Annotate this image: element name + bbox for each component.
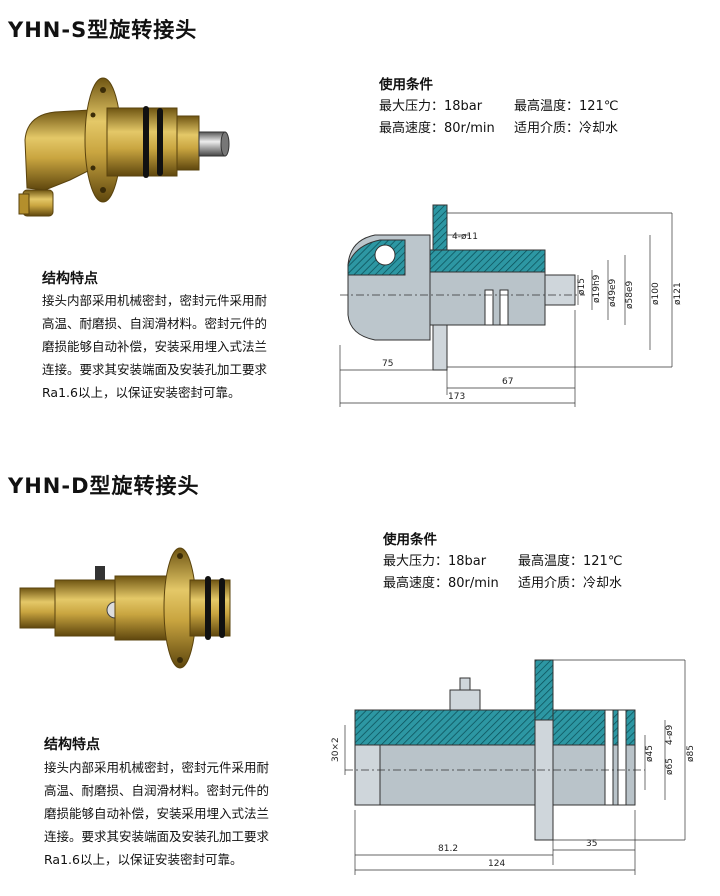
yhn-d-technical-drawing: 30×2 ø45 ø65 4-ø9 ø85 81.2 35 124	[331, 659, 696, 875]
features-body: 接头内部采用机械密封，密封元件采用耐高温、耐磨损、自润滑材料。密封元件的磨损能够…	[42, 293, 268, 400]
max-speed: 最高速度：80r/min	[383, 576, 499, 591]
dim-l2: 67	[502, 377, 513, 387]
max-pressure: 最大压力：18bar	[383, 554, 487, 569]
conditions-heading: 使用条件	[379, 77, 433, 93]
dim-d3: ø49e9	[608, 279, 618, 307]
conditions-heading: 使用条件	[383, 532, 437, 548]
medium: 适用介质：冷却水	[514, 121, 619, 136]
dim-d1: ø45	[645, 745, 655, 762]
conditions-row: 最大压力：18bar 最高温度：121℃	[383, 550, 622, 569]
dim-l3: 173	[448, 392, 465, 402]
dim-d5: ø100	[651, 282, 661, 305]
dim-l3: 124	[488, 859, 505, 869]
yhn-s-product-photo	[18, 77, 230, 217]
max-temp: 最高温度：121℃	[518, 554, 623, 569]
features-heading: 结构特点	[44, 737, 100, 753]
conditions-row: 最高速度：80r/min 适用介质：冷却水	[379, 117, 618, 136]
dim-holes: 4-ø11	[452, 232, 478, 242]
dim-d3: ø85	[686, 745, 696, 762]
max-temp: 最高温度：121℃	[514, 99, 619, 114]
dim-d2: ø65	[665, 758, 675, 775]
max-speed: 最高速度：80r/min	[379, 121, 495, 136]
dim-d4: ø58e9	[625, 281, 635, 309]
medium: 适用介质：冷却水	[518, 576, 623, 591]
yhn-s-technical-drawing: 4-ø11 ø15 ø19h9 ø49e9 ø58e9 ø100 ø121 75…	[339, 204, 683, 407]
max-pressure: 最大压力：18bar	[379, 99, 483, 114]
features-heading: 结构特点	[42, 271, 98, 287]
dim-l1: 81.2	[438, 844, 458, 854]
conditions-row: 最高速度：80r/min 适用介质：冷却水	[383, 572, 622, 591]
section-s-title: YHN-S型旋转接头	[8, 18, 198, 42]
dim-d2: ø19h9	[592, 274, 602, 303]
dim-l1: 75	[382, 359, 393, 369]
features-body: 接头内部采用机械密封，密封元件采用耐高温、耐磨损、自润滑材料。密封元件的磨损能够…	[44, 760, 270, 867]
yhn-d-product-photo	[19, 547, 231, 669]
dim-holes: 4-ø9	[665, 725, 675, 745]
conditions-row: 最大压力：18bar 最高温度：121℃	[379, 95, 618, 114]
dim-thread: 30×2	[331, 737, 341, 762]
dim-d6: ø121	[673, 282, 683, 305]
dim-l2: 35	[586, 839, 597, 849]
dim-d1: ø15	[577, 278, 587, 295]
section-d-title: YHN-D型旋转接头	[8, 474, 200, 498]
